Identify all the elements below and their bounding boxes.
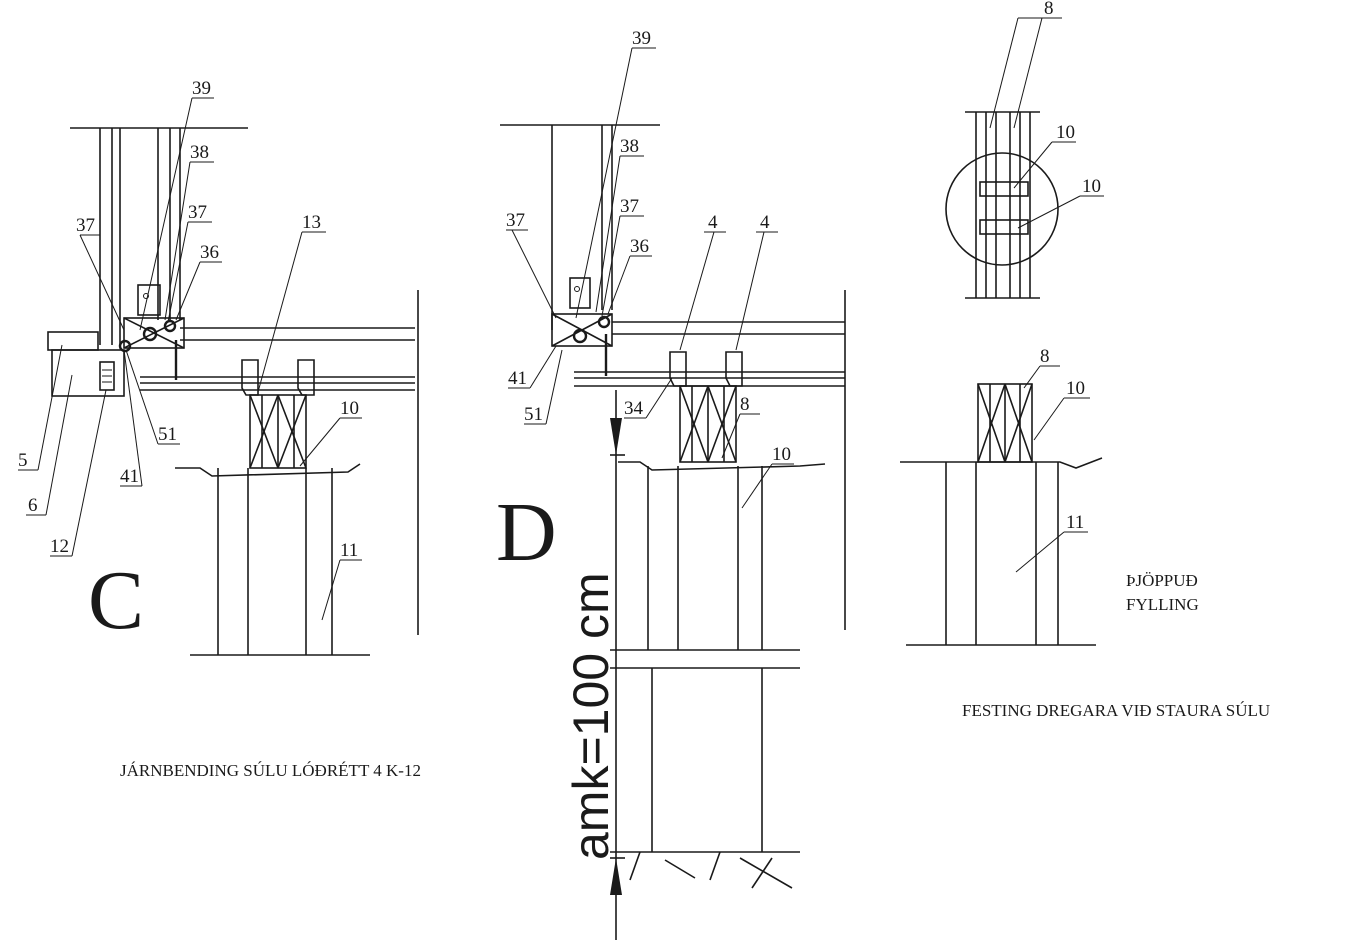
detail-right-label-10c: 10 (1066, 378, 1085, 399)
detail-c-label-6: 6 (28, 495, 38, 516)
detail-d-label-39: 39 (632, 28, 651, 49)
detail-d-label-8: 8 (740, 394, 750, 415)
detail-c-label-37b: 37 (188, 202, 207, 223)
detail-right: 8 10 10 8 10 11 ÞJÖPPUÐ FYLLING FESTING … (900, 0, 1270, 720)
detail-d-label-38: 38 (620, 136, 639, 157)
detail-d-label-10: 10 (772, 444, 791, 465)
detail-c-label-41: 41 (120, 466, 139, 487)
detail-c-label-36: 36 (200, 242, 219, 263)
detail-c-label-12: 12 (50, 536, 69, 557)
detail-c: 39 38 37 37 36 13 10 51 41 5 6 12 11 C J… (18, 78, 421, 780)
detail-d-label-37b: 37 (620, 196, 639, 217)
detail-c-label-13: 13 (302, 212, 321, 233)
detail-right-label-10b: 10 (1082, 176, 1101, 197)
detail-d-label-51: 51 (524, 404, 543, 425)
detail-d-label-37a: 37 (506, 210, 525, 231)
detail-right-caption: FESTING DREGARA VIÐ STAURA SÚLU (962, 701, 1270, 720)
detail-c-label-5: 5 (18, 450, 28, 471)
detail-c-letter: C (88, 554, 144, 647)
detail-c-caption: JÁRNBENDING SÚLU LÓÐRÉTT 4 K-12 (120, 761, 421, 780)
detail-right-label-10a: 10 (1056, 122, 1075, 143)
detail-c-label-38: 38 (190, 142, 209, 163)
detail-right-label-8-lower: 8 (1040, 346, 1050, 367)
detail-d-label-4a: 4 (708, 212, 718, 233)
detail-right-label-8-top: 8 (1044, 0, 1054, 19)
detail-c-label-37a: 37 (76, 215, 95, 236)
detail-c-label-39: 39 (192, 78, 211, 99)
detail-d-label-41: 41 (508, 368, 527, 389)
detail-c-label-51: 51 (158, 424, 177, 445)
detail-d-letter: D (496, 486, 557, 579)
detail-d-dimension: amk=100 cm (563, 572, 619, 860)
detail-right-label-11: 11 (1066, 512, 1084, 533)
detail-d-label-4b: 4 (760, 212, 770, 233)
detail-d-label-34: 34 (624, 398, 644, 419)
detail-d: 39 38 37 37 36 4 4 41 51 34 8 10 D amk=1… (496, 28, 846, 940)
fill-note-line2: FYLLING (1126, 595, 1199, 614)
detail-c-label-10: 10 (340, 398, 359, 419)
fill-note-line1: ÞJÖPPUÐ (1126, 571, 1198, 590)
detail-d-label-36: 36 (630, 236, 649, 257)
detail-c-label-11: 11 (340, 540, 358, 561)
